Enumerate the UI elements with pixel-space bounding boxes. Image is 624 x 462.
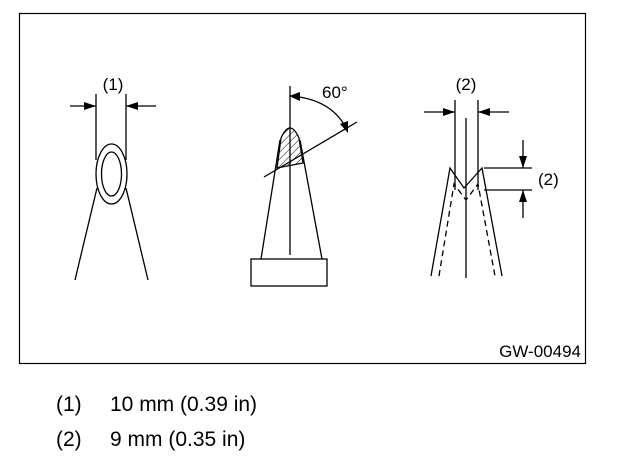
callout-2-top: (2) <box>456 75 477 94</box>
figure-id: GW-00494 <box>499 342 581 361</box>
callout-1: (1) <box>103 75 124 94</box>
tip-height-view <box>424 100 532 278</box>
angle-label: 60° <box>322 83 348 102</box>
callout-2-side: (2) <box>538 170 559 189</box>
legend-number: (1) <box>56 393 82 416</box>
tip-angle-view <box>250 86 358 287</box>
legend-number: (2) <box>56 428 82 451</box>
legend-text: 9 mm (0.35 in) <box>110 428 246 451</box>
figure-frame <box>18 12 587 365</box>
legend-text: 10 mm (0.39 in) <box>110 393 258 416</box>
tip-width-view <box>70 94 156 281</box>
